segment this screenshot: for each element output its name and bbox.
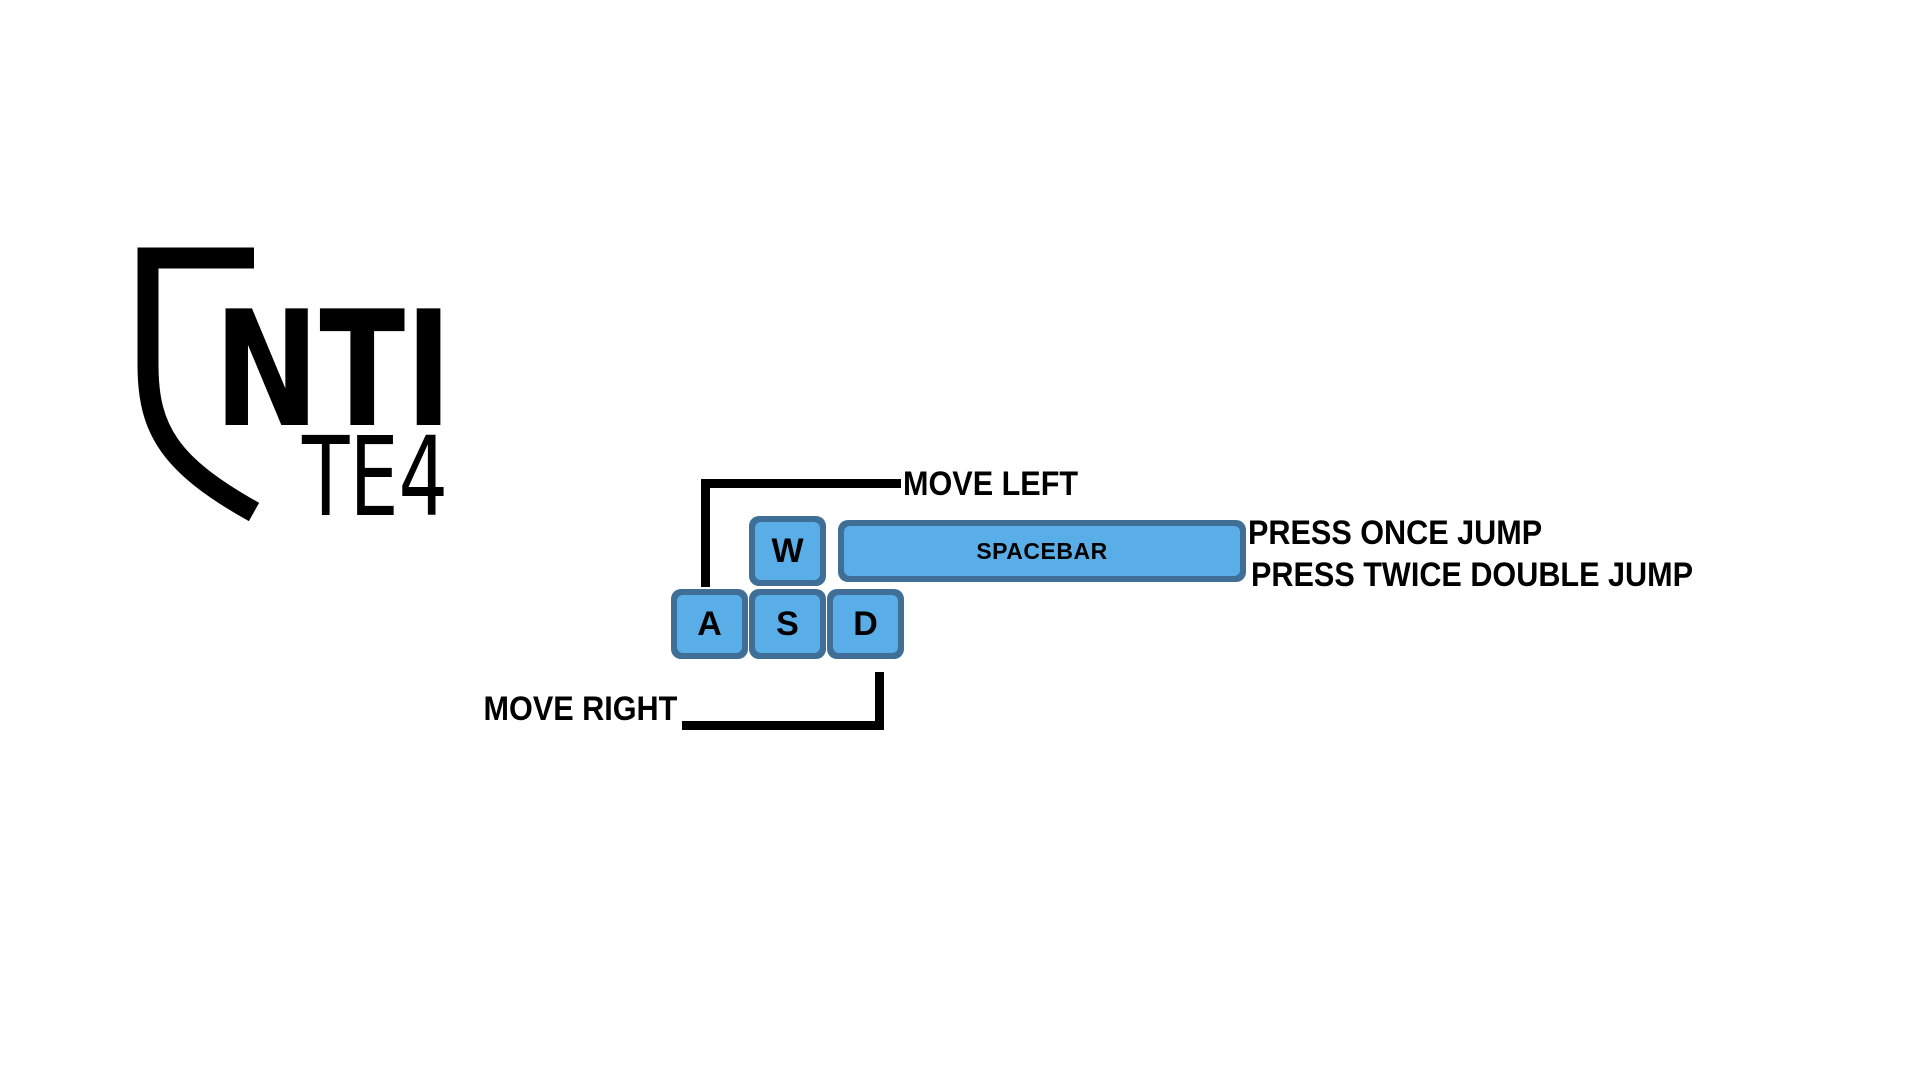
move-left-label: MOVE LEFT: [903, 465, 1079, 503]
move-right-label: MOVE RIGHT: [483, 690, 677, 728]
move-right-connector: [682, 672, 884, 730]
spacebar-twice-label: PRESS TWICE DOUBLE JUMP: [1251, 556, 1694, 594]
s-key-label: S: [755, 595, 820, 653]
w-key: W: [749, 516, 826, 586]
spacebar-key-label: SPACEBAR: [844, 526, 1240, 576]
logo-text-te4: TE4: [301, 413, 448, 541]
move-left-connector: [701, 479, 901, 587]
s-key: S: [749, 589, 826, 659]
spacebar-once-label: PRESS ONCE JUMP: [1248, 514, 1543, 552]
d-key: D: [827, 589, 904, 659]
d-key-label: D: [833, 595, 898, 653]
spacebar-key: SPACEBAR: [838, 520, 1246, 582]
logo-text-nti: NTI: [214, 276, 452, 463]
a-key-label: A: [677, 595, 742, 653]
logo-shield-outline: [137, 247, 260, 522]
w-key-label: W: [755, 522, 820, 580]
a-key: A: [671, 589, 748, 659]
